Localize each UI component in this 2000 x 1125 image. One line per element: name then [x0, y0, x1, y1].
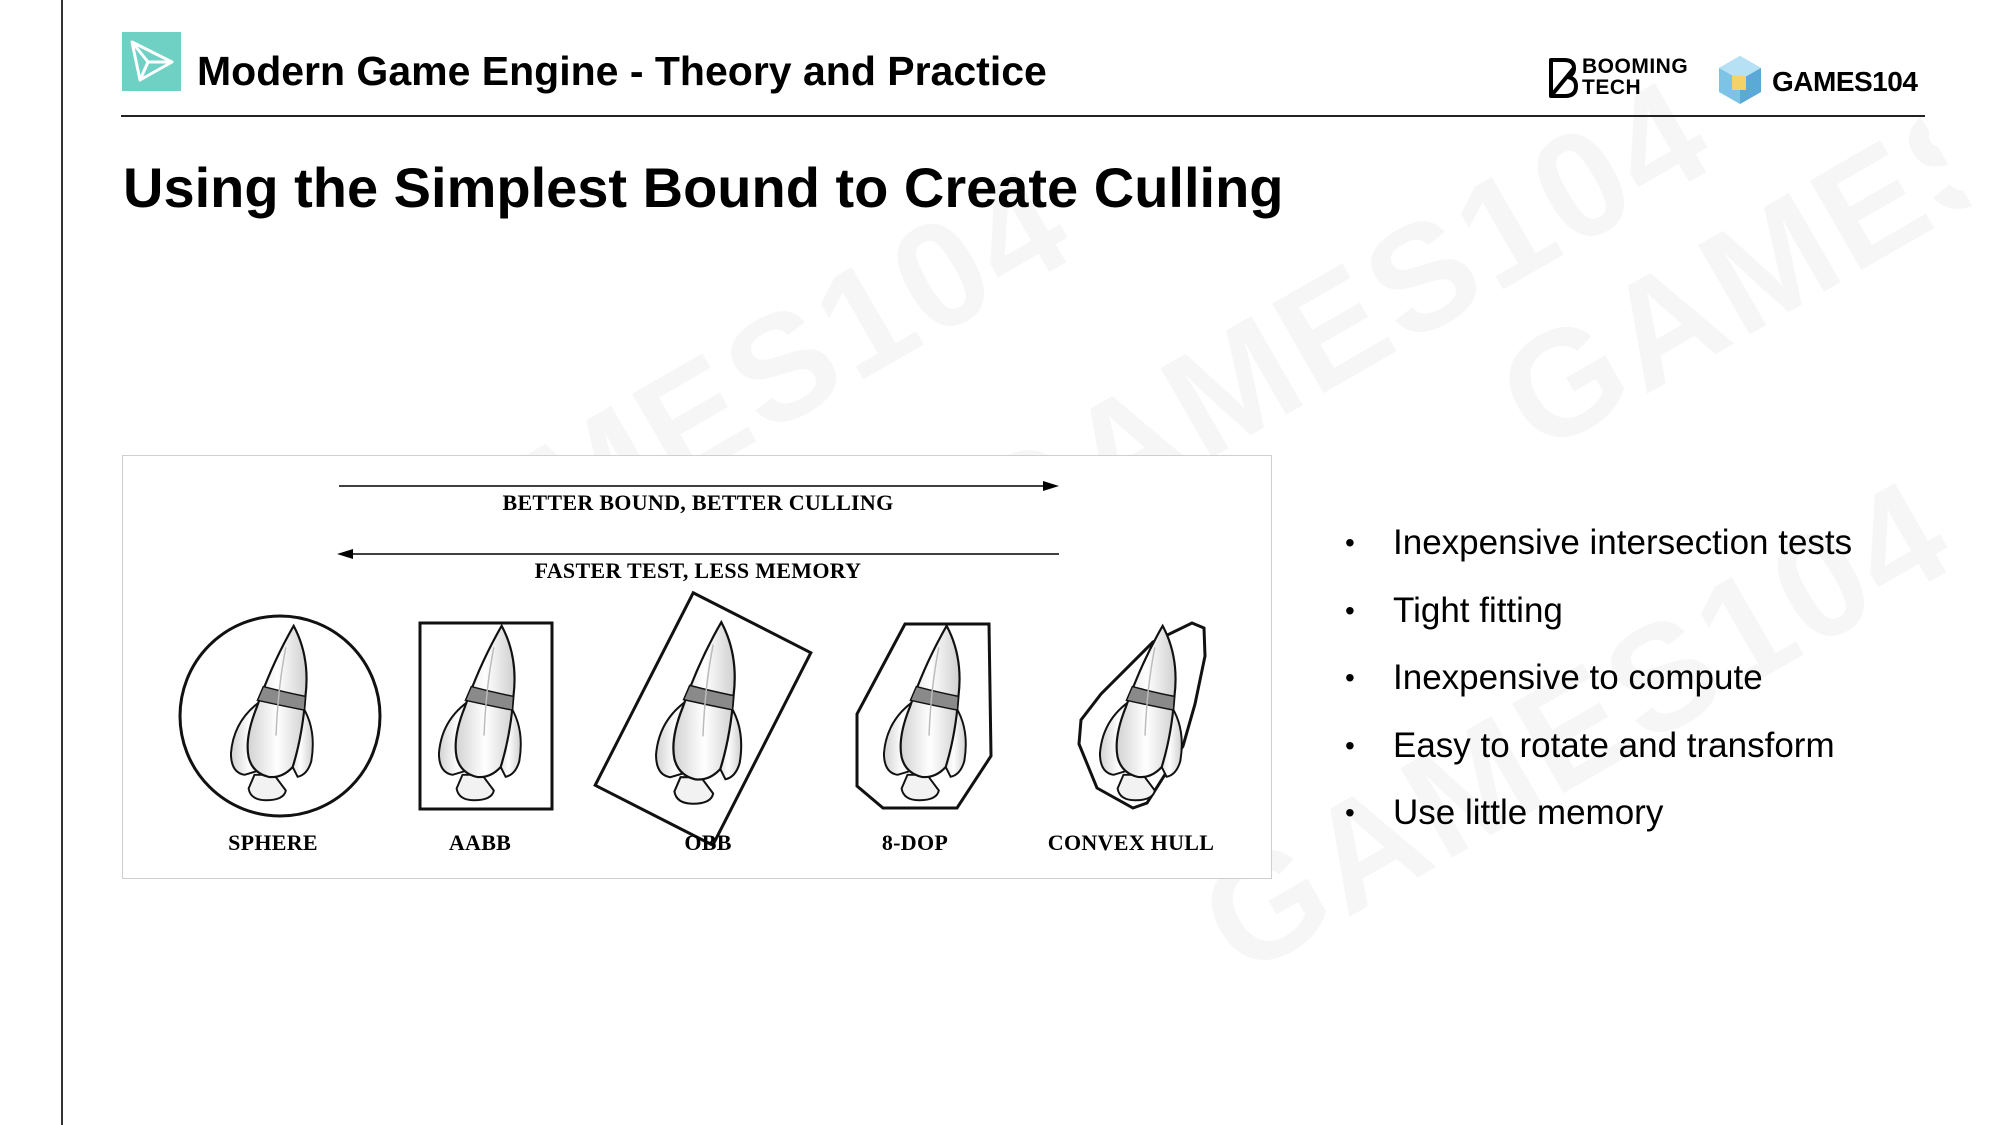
bullet-text: Tight fitting — [1393, 590, 1563, 630]
bullet-item: • Inexpensive intersection tests — [1340, 515, 1960, 583]
left-border-line — [61, 0, 63, 1125]
aabb-bound — [418, 621, 554, 811]
bullet-dot: • — [1345, 662, 1355, 693]
watermark: GAMES104 — [1470, 87, 1990, 487]
course-title: Modern Game Engine - Theory and Practice — [197, 48, 1047, 94]
sphere-bound — [178, 614, 382, 818]
better-bound-label: BETTER BOUND, BETTER CULLING — [502, 490, 894, 515]
rocket-model — [654, 621, 743, 805]
cube-icon — [1719, 56, 1761, 104]
course-logo — [122, 32, 181, 91]
obb-bound — [593, 590, 813, 848]
booming-tech-wordmark: BOOMING TECH — [1582, 55, 1689, 99]
rocket-model — [882, 624, 967, 802]
games104-logo: GAMES104 — [1716, 52, 1926, 108]
rocket-model — [437, 624, 522, 802]
faster-test-label: FASTER TEST, LESS MEMORY — [534, 558, 862, 583]
header-divider — [121, 115, 1925, 117]
bullet-dot: • — [1345, 594, 1355, 626]
slide-header: Modern Game Engine - Theory and Practice… — [121, 30, 1925, 118]
8-dop-bound — [855, 622, 993, 810]
bullet-list: • Inexpensive intersection tests • Tight f… — [1340, 515, 1960, 853]
bullet-item: • Tight fitting — [1340, 583, 1960, 651]
bounding-volume-figure — [178, 481, 1207, 848]
bullet-text: Inexpensive to compute — [1393, 658, 1763, 697]
bullet-dot: • — [1345, 797, 1355, 828]
better-bound-arrow — [339, 481, 1059, 491]
aabb-label: AABB — [448, 830, 512, 855]
convex-hull-bound — [1077, 621, 1207, 810]
bounding-volume-diagram: BETTER BOUND, BETTER CULLING FASTER TEST… — [122, 455, 1272, 879]
bullet-text: Inexpensive intersection tests — [1393, 523, 1853, 562]
bullet-dot: • — [1345, 729, 1355, 761]
games104-wordmark: GAMES104 — [1772, 66, 1918, 97]
sphere-label: SPHERE — [228, 830, 318, 855]
booming-tech-icon — [1549, 58, 1578, 98]
bullet-item: • Inexpensive to compute — [1340, 650, 1960, 718]
bullet-item: • Easy to rotate and transform — [1340, 718, 1960, 786]
8-dop-label: 8-DOP — [881, 830, 949, 855]
faster-test-arrow — [337, 549, 1059, 559]
bullet-text: Easy to rotate and transform — [1393, 725, 1835, 765]
bullet-text: Use little memory — [1393, 793, 1664, 832]
paper-plane-icon — [130, 40, 174, 82]
rocket-model — [229, 624, 314, 802]
booming-tech-logo: BOOMING TECH — [1547, 54, 1729, 104]
obb-label: OBB — [684, 830, 732, 855]
slide-title: Using the Simplest Bound to Create Culli… — [123, 156, 1284, 219]
bullet-dot: • — [1345, 527, 1355, 558]
bullet-item: • Use little memory — [1340, 785, 1960, 853]
convex-hull-label: CONVEX HULL — [1047, 830, 1215, 855]
